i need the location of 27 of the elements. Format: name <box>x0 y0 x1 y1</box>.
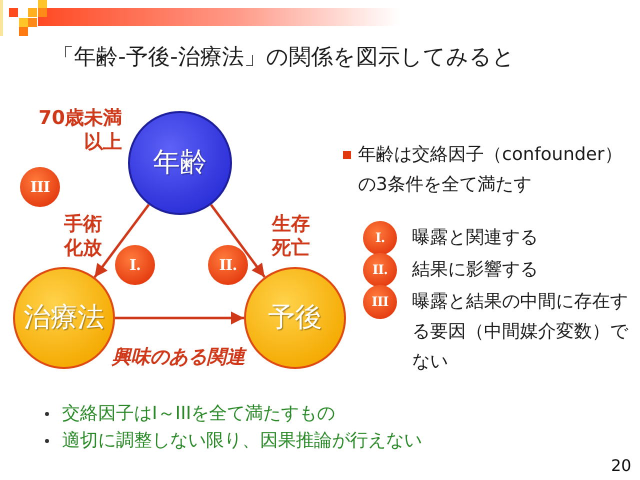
node-label: 予後 <box>268 302 322 334</box>
bullet-text: 交絡因子はI～IIIを全て満たすもの <box>62 402 336 426</box>
edge-label: 興味のある関連 <box>112 345 245 369</box>
arrow <box>210 204 266 278</box>
callout-number: III <box>363 285 397 319</box>
category-label: 化放 <box>64 237 102 260</box>
callout-number: III <box>20 167 60 207</box>
category-label: 手術 <box>64 213 102 236</box>
arrow <box>94 204 150 278</box>
list-text: 年齢は交絡因子（confounder）の3条件を全て満たす <box>358 143 624 197</box>
callout-number: I. <box>363 221 397 255</box>
list-text: 結果に影響する <box>412 258 538 282</box>
page-number: 20 <box>611 456 632 476</box>
callout-number: I. <box>115 245 155 285</box>
arrow <box>115 312 244 324</box>
callout-number: II. <box>363 253 397 287</box>
slide-title: 「年齢-予後-治療法」の関係を図示してみると <box>52 44 515 72</box>
list-text: 曝露と関連する <box>412 226 538 250</box>
category-label: 以上 <box>84 131 122 154</box>
bullet-text: 適切に調整しない限り、因果推論が行えない <box>62 429 422 453</box>
category-label: 70歳未満 <box>38 107 122 130</box>
list-text: 曝露と結果の中間に存在する要因（中間媒介変数）でない <box>412 290 630 374</box>
node-label: 年齢 <box>153 147 207 179</box>
node-label: 治療法 <box>24 302 104 334</box>
category-label: 死亡 <box>272 237 310 260</box>
category-label: 生存 <box>272 213 310 236</box>
callout-number: II. <box>208 245 248 285</box>
